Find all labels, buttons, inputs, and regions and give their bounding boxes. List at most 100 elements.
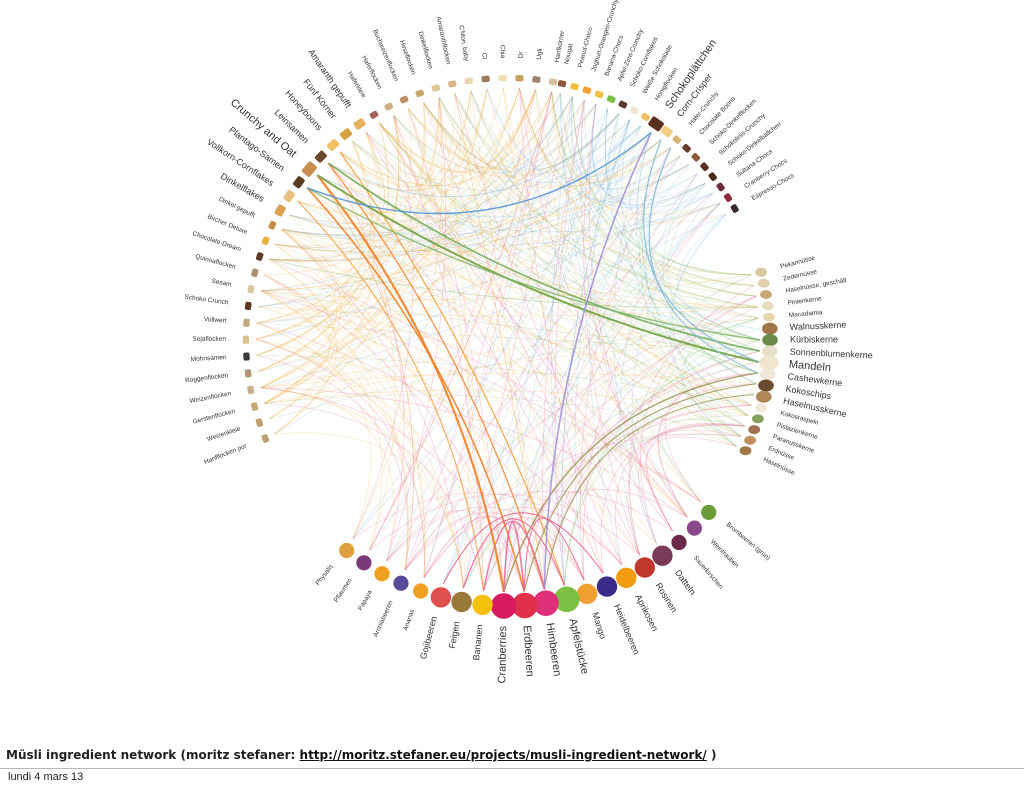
network-link: [470, 90, 609, 167]
network-link: [255, 115, 400, 340]
ingredient-node: [464, 77, 474, 85]
network-link: [543, 393, 755, 590]
network-link: [256, 228, 336, 324]
ingredient-node: [686, 520, 703, 536]
network-link: [256, 322, 623, 566]
network-link: [559, 93, 688, 518]
network-link: [352, 141, 737, 447]
network-link: [423, 507, 623, 578]
ingredient-node: [553, 586, 580, 613]
network-link: [486, 88, 706, 203]
network-link: [657, 372, 758, 518]
ingredient-label: Chocolate-Dream: [191, 230, 241, 253]
ingredient-node: [762, 345, 778, 358]
ingredient-node: [660, 125, 673, 138]
ingredient-node: [274, 204, 286, 217]
network-link: [264, 274, 409, 571]
network-link: [328, 88, 488, 192]
network-link: [369, 89, 537, 551]
network-link: [443, 164, 690, 584]
ingredient-label: Bananen: [471, 624, 484, 661]
network-link: [365, 131, 745, 427]
network-link: [404, 91, 553, 571]
ingredient-label: Zedernüsse: [783, 268, 818, 282]
ingredient-node: [760, 368, 776, 381]
network-link: [379, 122, 745, 427]
ingredient-node: [596, 576, 618, 597]
ingredient-label: Weizenflocken: [189, 390, 232, 405]
network-link: [379, 89, 537, 172]
caption-link[interactable]: http://moritz.stefaner.eu/projects/musli…: [299, 748, 707, 762]
network-link: [470, 90, 742, 437]
ingredient-node: [648, 116, 664, 132]
ingredient-label: Hanfflocken pur: [203, 442, 248, 466]
ingredient-node: [301, 161, 317, 177]
ingredient-node: [744, 435, 756, 445]
ingredient-node: [356, 555, 372, 571]
network-link: [503, 372, 758, 593]
ingredient-label: Mango: [590, 611, 608, 640]
network-link: [454, 93, 545, 590]
network-link: [379, 122, 758, 374]
network-link: [269, 258, 758, 309]
ingredient-label: Weizenkleie: [206, 425, 242, 443]
network-link: [503, 521, 525, 593]
ingredient-label: Himbeeren: [544, 622, 564, 677]
ingredient-node: [682, 144, 691, 153]
ingredient-node: [739, 446, 752, 456]
ingredient-label: Walnusskerne: [789, 320, 846, 332]
ingredient-label: Pflaumen: [333, 577, 354, 604]
network-link: [393, 115, 484, 591]
network-link: [483, 203, 721, 591]
network-link: [256, 322, 372, 539]
network-link: [369, 493, 640, 556]
network-link: [483, 350, 760, 591]
network-link: [260, 103, 597, 389]
ingredient-label: Ugli: [536, 48, 544, 60]
ingredient-label: Apfelstücke: [566, 617, 590, 675]
network-link: [423, 102, 623, 565]
ingredient-node: [490, 593, 517, 619]
ingredient-node: [763, 312, 775, 322]
network-link: [256, 89, 537, 356]
network-link: [289, 203, 720, 246]
ingredient-node: [570, 82, 579, 91]
network-link: [297, 200, 485, 591]
network-link: [519, 88, 720, 216]
network-link: [274, 125, 641, 249]
ingredient-label: Gojibeeren: [418, 615, 439, 660]
network-link: [260, 108, 412, 389]
ingredient-label: Papaya: [357, 589, 374, 612]
network-link: [352, 141, 761, 341]
ingredient-label: Sojaflocken: [192, 336, 226, 343]
ingredient-node: [762, 322, 778, 335]
ingredient-label: Sauerkirschen: [692, 555, 725, 591]
ingredient-node: [701, 504, 717, 520]
ingredient-label: Dinkel gepufft: [217, 196, 256, 220]
network-link: [258, 125, 641, 308]
ingredient-node: [369, 110, 379, 119]
ingredient-node: [415, 89, 425, 98]
ingredient-label: Mohnsamen: [191, 354, 228, 363]
network-link: [257, 115, 400, 372]
network-link: [454, 93, 761, 341]
network-link: [379, 122, 657, 544]
network-link: [572, 96, 755, 286]
network-link: [268, 88, 488, 420]
network-link: [523, 383, 757, 592]
network-link: [646, 429, 741, 532]
ingredient-node: [255, 418, 264, 428]
ingredient-node: [618, 100, 628, 109]
ingredient-node: [760, 290, 772, 299]
ingredient-node: [730, 204, 739, 213]
network-link: [386, 192, 714, 562]
network-link: [258, 96, 573, 308]
network-link: [386, 119, 631, 562]
ingredient-label: Weintrauben: [709, 539, 740, 570]
network-link: [327, 162, 546, 590]
ingredient-node: [327, 139, 340, 151]
network-link: [274, 141, 375, 435]
network-link: [339, 91, 553, 187]
network-link: [269, 125, 641, 261]
